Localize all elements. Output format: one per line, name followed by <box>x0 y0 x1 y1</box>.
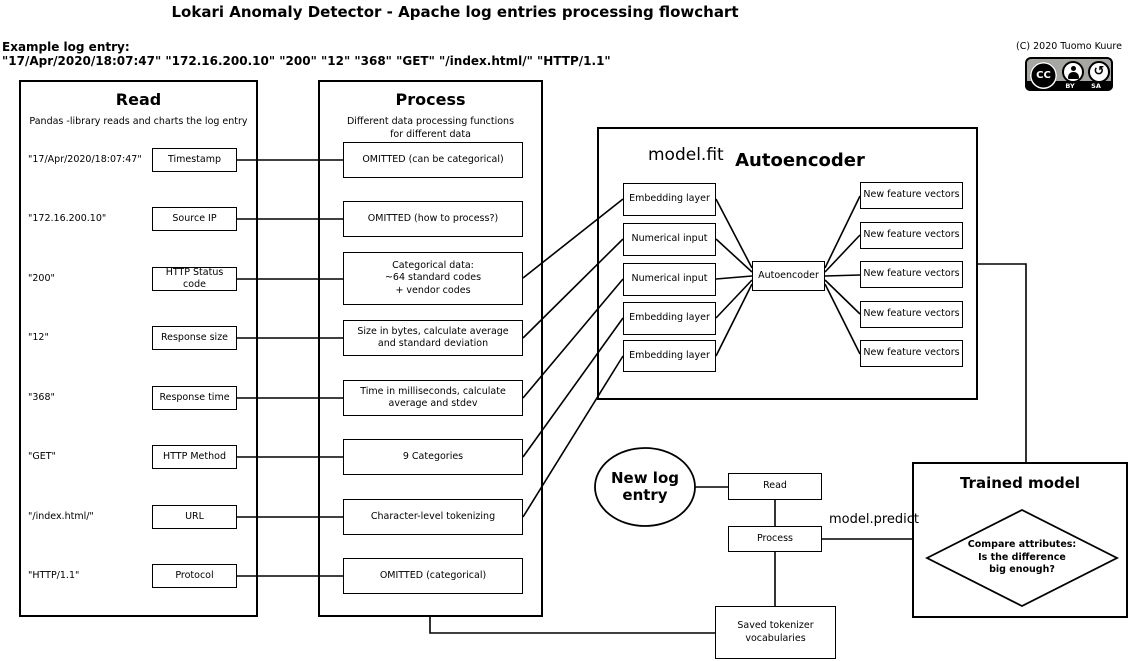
process-panel-title: Process <box>395 90 466 109</box>
process-box-http-method: 9 Categories <box>343 439 523 475</box>
field-box-url: URL <box>152 505 237 529</box>
field-box-http-method: HTTP Method <box>152 445 237 469</box>
new-log-entry-ellipse <box>594 447 696 527</box>
feature-vector-box: New feature vectors <box>860 222 963 249</box>
process-box-timestamp: OMITTED (can be categorical) <box>343 142 523 178</box>
ae-input-embedding-layer: Embedding layer <box>623 183 716 216</box>
trained-model-title: Trained model <box>959 474 1081 492</box>
autoencoder-core-box: Autoencoder <box>752 261 825 291</box>
read-panel-subtitle: Pandas -library reads and charts the log… <box>29 116 248 127</box>
ae-input-embedding-layer: Embedding layer <box>623 340 716 372</box>
badge-label-strip: BY SA <box>1025 81 1113 91</box>
process-step-box: Process <box>728 526 822 552</box>
field-box-response-size: Response size <box>152 326 237 350</box>
model-predict-label: model.predict <box>828 512 920 527</box>
read-panel-title: Read <box>115 90 162 109</box>
example-log-label: Example log entry: <box>2 40 130 54</box>
cc-icon: CC <box>1030 62 1057 89</box>
field-box-response-time: Response time <box>152 386 237 410</box>
log-value: "HTTP/1.1" <box>28 570 80 581</box>
process-box-response-time: Time in milliseconds, calculate average … <box>343 380 523 416</box>
field-box-source-ip: Source IP <box>152 207 237 231</box>
log-value: "172.16.200.10" <box>28 213 107 224</box>
trained-model-panel: Trained model <box>912 462 1128 618</box>
person-icon <box>1071 66 1076 71</box>
autoencoder-title: Autoencoder <box>735 150 865 171</box>
decision-diamond <box>925 508 1119 608</box>
feature-vector-box: New feature vectors <box>860 301 963 328</box>
read-panel: Read Pandas -library reads and charts th… <box>19 80 258 617</box>
by-label: BY <box>1065 82 1075 90</box>
example-log-value: "17/Apr/2020/18:07:47" "172.16.200.10" "… <box>2 54 611 68</box>
process-box-protocol: OMITTED (categorical) <box>343 558 523 594</box>
process-box-url: Character-level tokenizing <box>343 499 523 535</box>
process-panel: Process Different data processing functi… <box>318 80 543 617</box>
decision-label: Compare attributes: Is the difference bi… <box>967 538 1077 576</box>
field-box-timestamp: Timestamp <box>152 148 237 172</box>
sa-sharealike-icon: ↺ <box>1088 61 1110 83</box>
cc-license-badge: CC ↺ BY SA <box>1025 57 1113 91</box>
log-value: "/index.html/" <box>28 511 94 522</box>
by-attribution-icon <box>1062 61 1084 83</box>
ae-input-numerical: Numerical input <box>623 223 716 256</box>
process-box-response-size: Size in bytes, calculate average and sta… <box>343 320 523 356</box>
read-step-box: Read <box>728 473 822 500</box>
ae-input-numerical: Numerical input <box>623 263 716 296</box>
log-value: "GET" <box>28 451 56 462</box>
autoencoder-panel <box>597 127 978 400</box>
feature-vector-box: New feature vectors <box>860 182 963 209</box>
process-panel-subtitle: Different data processing functions for … <box>346 116 515 140</box>
model-fit-label: model.fit <box>648 145 724 165</box>
sa-label: SA <box>1091 82 1101 90</box>
log-value: "17/Apr/2020/18:07:47" <box>28 154 142 165</box>
field-box-protocol: Protocol <box>152 564 237 588</box>
log-value: "12" <box>28 332 49 343</box>
ae-input-embedding-layer: Embedding layer <box>623 302 716 335</box>
process-box-status-code: Categorical data: ~64 standard codes + v… <box>343 252 523 305</box>
field-box-http-status: HTTP Status code <box>152 267 237 291</box>
log-value: "368" <box>28 392 55 403</box>
log-value: "200" <box>28 273 55 284</box>
saved-tokenizer-box: Saved tokenizer vocabularies <box>715 606 836 659</box>
copyright-text: (C) 2020 Tuomo Kuure <box>1016 41 1122 52</box>
new-log-entry-label: New log entry <box>611 468 679 504</box>
feature-vector-box: New feature vectors <box>860 261 963 288</box>
page-title: Lokari Anomaly Detector - Apache log ent… <box>171 3 739 21</box>
process-box-source-ip: OMITTED (how to process?) <box>343 201 523 237</box>
feature-vector-box: New feature vectors <box>860 340 963 367</box>
